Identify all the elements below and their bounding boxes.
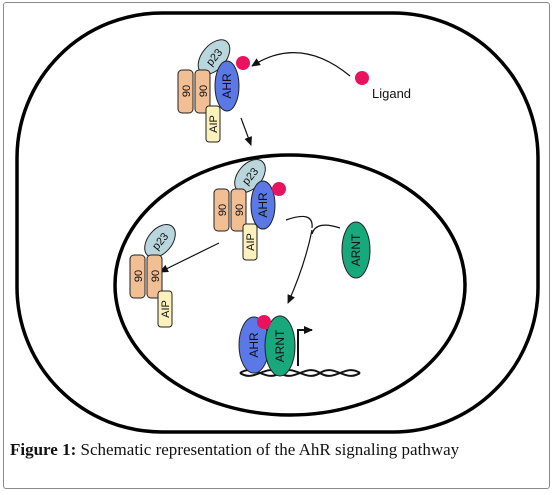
hsp90-label: 90 xyxy=(198,85,210,97)
hsp90-label: 90 xyxy=(150,270,162,282)
ligand-dot xyxy=(272,182,286,196)
arnt-label: ARNT xyxy=(273,329,287,362)
figure-label: Figure 1: xyxy=(10,440,77,459)
nuclear-ahr-complex: p23 90 90 AHR AIP xyxy=(213,159,286,261)
figure-frame xyxy=(3,2,550,489)
arnt-protein xyxy=(264,315,296,377)
hsp90-protein xyxy=(194,69,211,114)
ligand-dot xyxy=(257,315,271,329)
dna-strand xyxy=(239,369,361,377)
arnt-protein xyxy=(341,221,371,279)
ligand-label: Ligand xyxy=(372,86,411,101)
cell-membrane xyxy=(15,11,540,434)
aip-label: AIP xyxy=(245,233,257,251)
aip-protein xyxy=(205,105,221,143)
ahr-label: AHR xyxy=(220,73,234,99)
transcription-start-arrow xyxy=(297,326,313,366)
hsp90-protein xyxy=(230,188,247,232)
cytoplasmic-ahr-complex: p23 90 90 AHR AIP xyxy=(177,39,250,143)
dimerization-curve xyxy=(311,224,341,235)
aip-label: AIP xyxy=(208,115,220,133)
hsp90-label: 90 xyxy=(217,204,229,216)
dimerization-arrow xyxy=(287,229,313,304)
aip-protein xyxy=(242,223,258,261)
hsp90-protein xyxy=(146,254,163,299)
figure-caption-text: Schematic representation of the AhR sign… xyxy=(80,440,460,459)
hsp90-label: 90 xyxy=(234,204,246,216)
dimerization-curve xyxy=(285,215,313,229)
ligand-binding-arrow xyxy=(251,52,351,77)
hsp90-protein xyxy=(129,254,146,299)
figure-caption: Figure 1: Schematic representation of th… xyxy=(10,440,550,464)
hsp90-protein xyxy=(177,69,194,114)
nucleus xyxy=(113,153,467,417)
released-chaperone-complex: p23 90 90 AIP xyxy=(129,224,176,328)
translocation-arrow xyxy=(240,117,252,146)
hsp90-label: 90 xyxy=(133,270,145,282)
ligand-dot xyxy=(236,56,250,70)
dissociation-arrow xyxy=(159,242,220,273)
aip-label: AIP xyxy=(160,300,172,318)
hsp90-protein xyxy=(213,188,230,232)
dna-bound-ahr-arnt-complex: AHR ARNT xyxy=(238,315,361,377)
ahr-protein xyxy=(214,60,240,112)
p23-protein xyxy=(144,224,176,258)
ahr-protein xyxy=(250,180,276,230)
arnt-free: ARNT xyxy=(341,221,371,279)
arnt-label: ARNT xyxy=(349,233,363,266)
ligand-dot xyxy=(355,71,369,85)
aip-protein xyxy=(157,290,173,328)
ahr-label: AHR xyxy=(256,192,270,218)
hsp90-label: 90 xyxy=(181,85,193,97)
ahr-label: AHR xyxy=(247,332,261,358)
